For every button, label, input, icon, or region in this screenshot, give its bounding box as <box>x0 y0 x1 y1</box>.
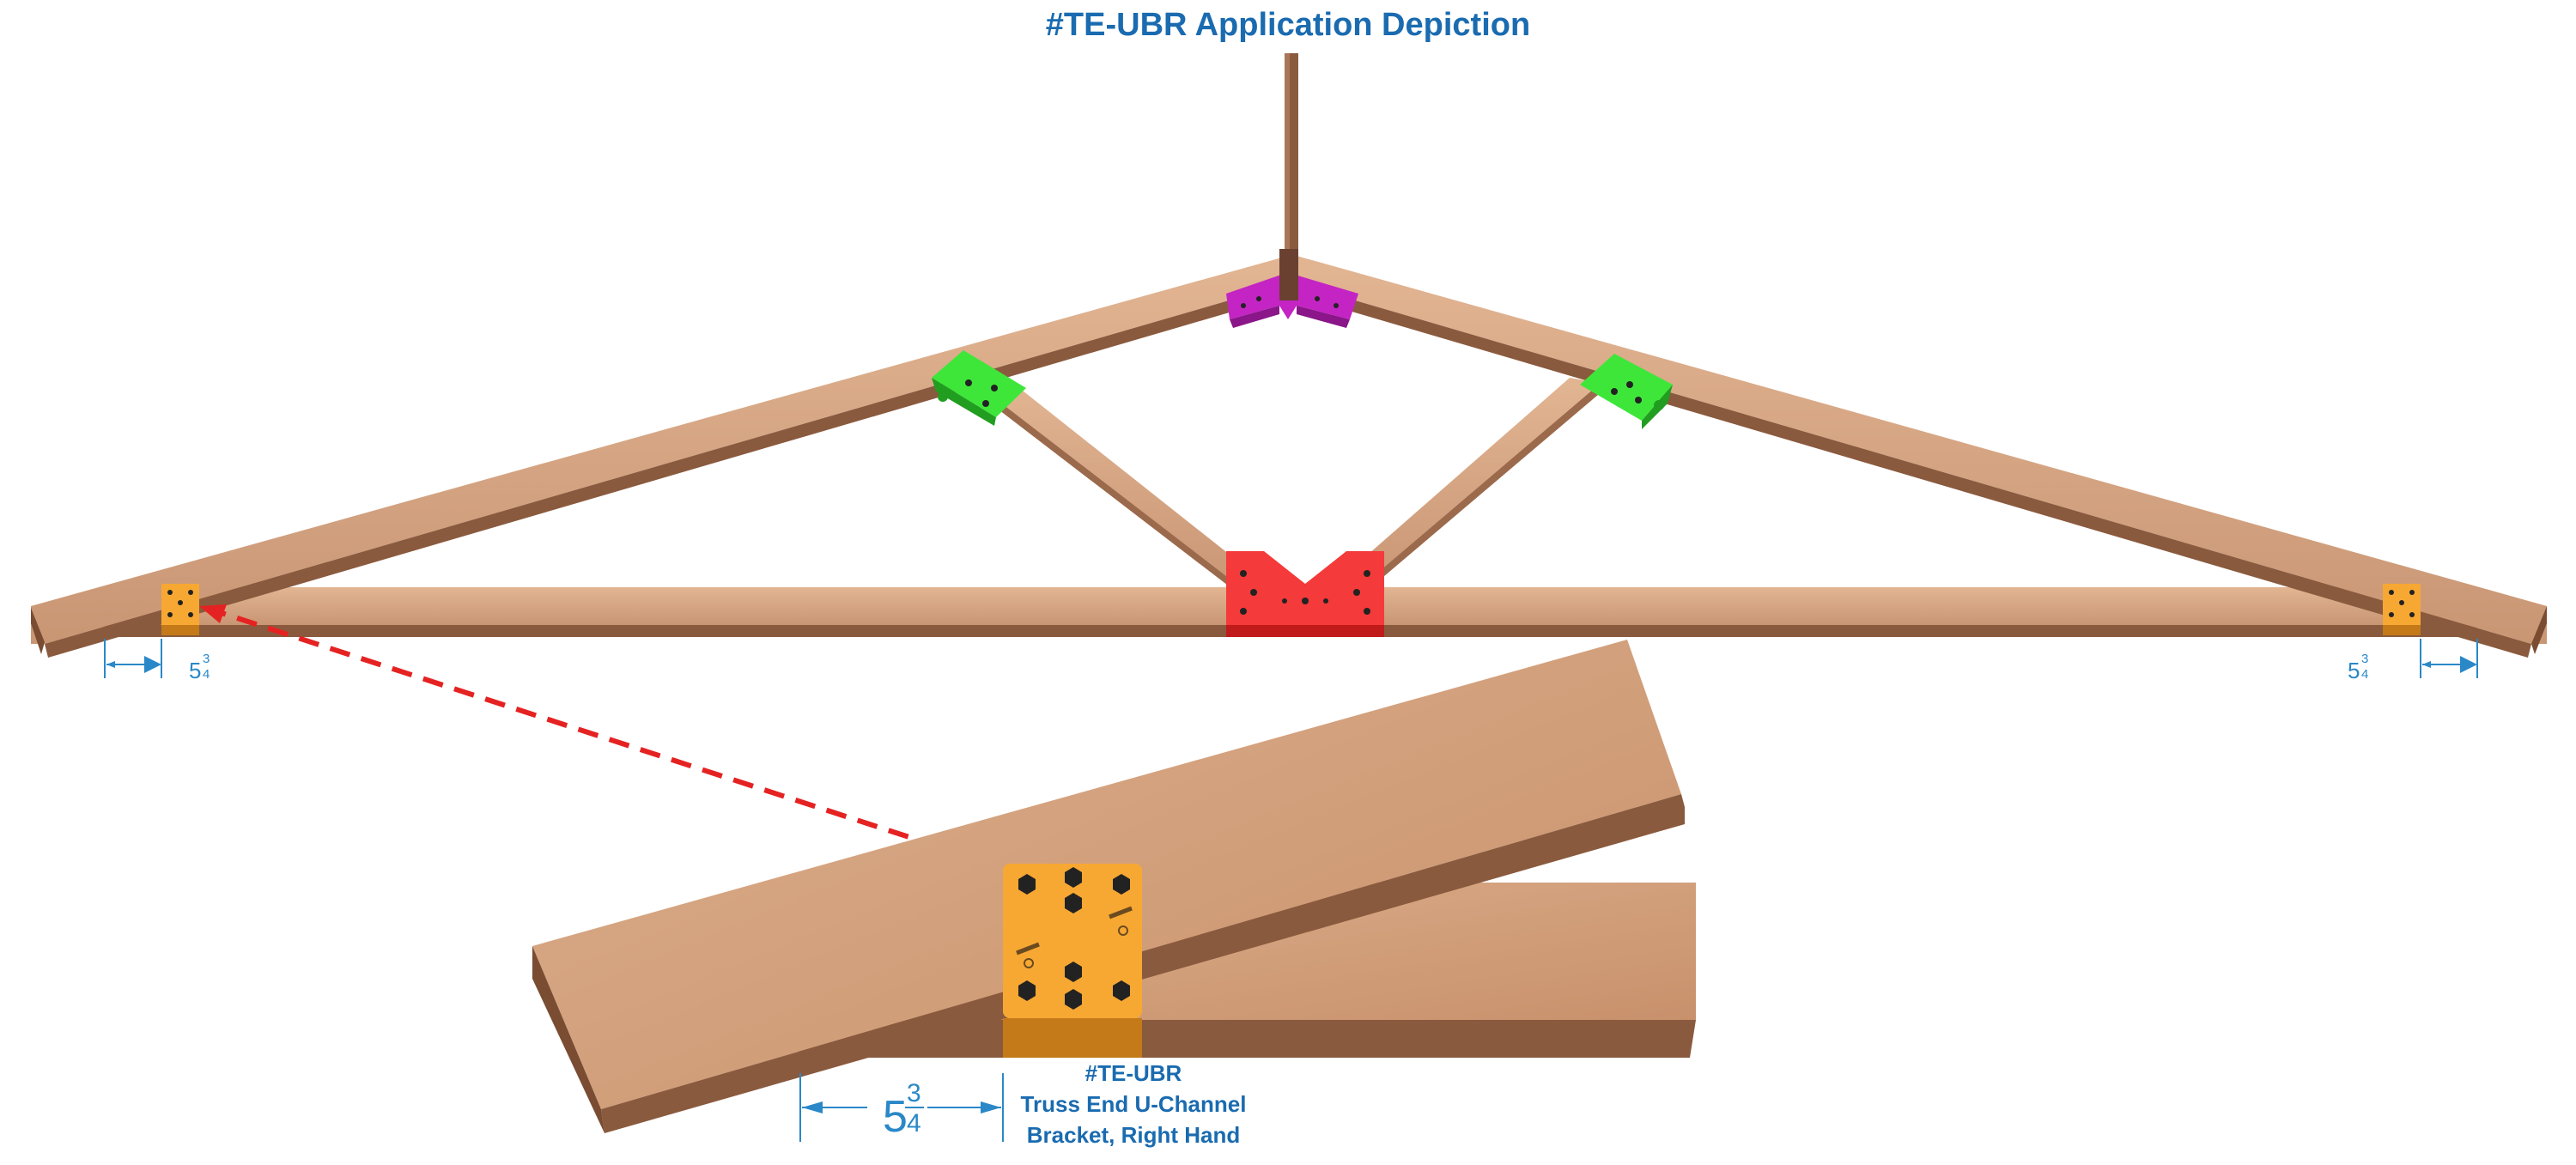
left-web-bracket <box>932 350 1026 426</box>
center-bracket <box>1226 551 1384 637</box>
left-end-bracket <box>161 584 199 635</box>
detail-dimension: 5 3 4 <box>799 1073 1004 1142</box>
right-web-bracket <box>1580 354 1673 429</box>
left-dimension-whole: 5 <box>189 658 201 683</box>
caption-part-number: #TE-UBR <box>1084 1060 1182 1086</box>
detail-bracket <box>1003 864 1142 1058</box>
detail-dimension-denominator: 4 <box>907 1109 921 1138</box>
detail-callout-arrow <box>199 604 1002 870</box>
left-dimension: 5 3 4 <box>104 639 210 683</box>
detail-dimension-whole: 5 <box>883 1092 908 1142</box>
right-dimension-denominator: 4 <box>2361 667 2368 682</box>
center-post <box>1285 53 1298 268</box>
left-web <box>966 378 1275 591</box>
page-title: #TE-UBR Application Depiction <box>1045 7 1531 43</box>
right-end-bracket <box>2383 584 2421 635</box>
right-dimension-whole: 5 <box>2348 658 2360 683</box>
right-dimension-numerator: 3 <box>2361 652 2368 666</box>
bracket-caption: #TE-UBR Truss End U-Channel Bracket, Rig… <box>979 1058 1288 1150</box>
right-web <box>1327 378 1610 591</box>
caption-description-2: Bracket, Right Hand <box>1026 1122 1241 1148</box>
right-dimension: 5 3 4 <box>2348 639 2478 683</box>
left-dimension-numerator: 3 <box>203 652 210 666</box>
peak-bracket <box>1226 249 1358 328</box>
left-dimension-denominator: 4 <box>203 667 210 682</box>
caption-description-1: Truss End U-Channel <box>1020 1091 1247 1117</box>
detail-dimension-numerator: 3 <box>907 1079 921 1107</box>
